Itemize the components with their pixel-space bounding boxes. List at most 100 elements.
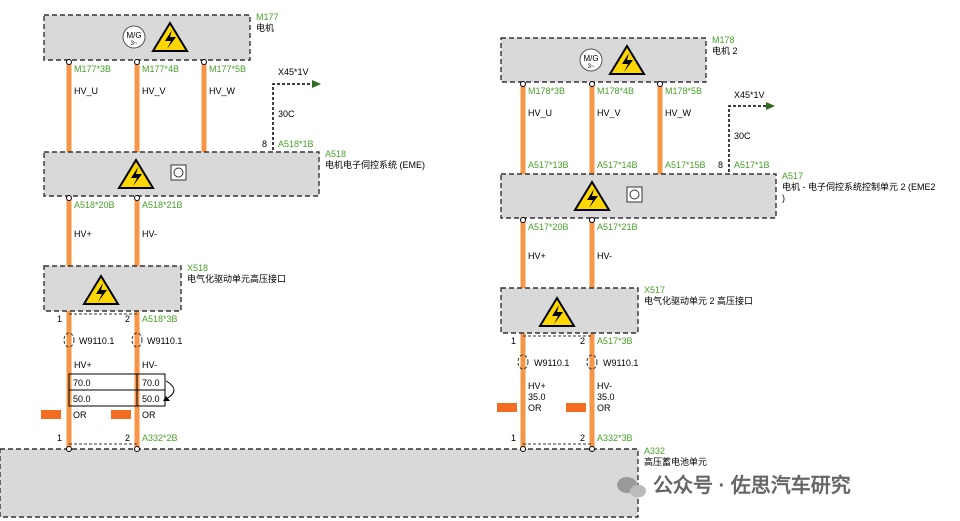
m177-box xyxy=(43,14,251,61)
size-left-row1-minus: 70.0 xyxy=(142,378,160,388)
phase-label-u-right: HV_U xyxy=(528,108,552,118)
hv-minus-label-right: HV- xyxy=(597,251,612,261)
a332-left-pin1: 1 xyxy=(57,433,62,443)
x517-pin2: 2 xyxy=(580,336,585,346)
x518-pin1: 1 xyxy=(57,314,62,324)
x518-pin2: 2 xyxy=(125,314,130,324)
signal-wire-right xyxy=(728,105,766,172)
wechat-icon xyxy=(617,477,646,498)
m178-pin-3b: M178*3B xyxy=(528,86,565,96)
x517-pin2-name: A517*3B xyxy=(597,336,633,346)
m177-symbol: M/G xyxy=(126,31,141,40)
m178-desc: 电机 2 xyxy=(712,45,738,56)
m177-symbol-sub: 3~ xyxy=(131,41,138,47)
a518-desc: 电机电子伺控系统 (EME) xyxy=(325,159,425,170)
a518-top-pin-num: 8 xyxy=(262,139,267,149)
fuse-icon xyxy=(111,410,131,419)
hv-plus-label-left-2: HV+ xyxy=(74,360,92,370)
hv-minus-label-left-2: HV- xyxy=(142,360,157,370)
a517-pin-21b: A517*21B xyxy=(597,222,638,232)
m178-symbol: M/G xyxy=(583,54,598,63)
a332-right-pin2: 2 xyxy=(580,433,585,443)
a332-left-pin2: 2 xyxy=(125,433,130,443)
hv-minus-label-right-2: HV- xyxy=(597,381,612,391)
a517-pin-13b: A517*13B xyxy=(528,160,569,170)
hv-plus-label-left: HV+ xyxy=(74,229,92,239)
shield-label-left-1: W9110.1 xyxy=(79,336,114,346)
watermark: 公众号 · 佐思汽车研究 xyxy=(653,473,851,497)
size-left-row2-minus: 50.0 xyxy=(142,394,160,404)
shield-icon xyxy=(517,354,529,370)
control-unit-icon xyxy=(170,164,187,181)
a518-pin-20b: A518*20B xyxy=(74,200,115,210)
m178-pin-5b: M178*5B xyxy=(665,86,702,96)
phase-label-w-left: HV_W xyxy=(209,86,236,96)
a517-name: A517 xyxy=(782,171,803,181)
a332-box xyxy=(0,448,639,518)
m178-pin-4b: M178*4B xyxy=(597,86,634,96)
a332-right-pin-name: A332*3B xyxy=(597,433,633,443)
x517-pin1: 1 xyxy=(511,336,516,346)
phase-label-v-left: HV_V xyxy=(142,86,166,96)
a332-left-pin-name: A332*2B xyxy=(142,433,178,443)
a518-name: A518 xyxy=(325,149,346,159)
shield-icon xyxy=(131,332,143,348)
x518-desc: 电气化驱动单元高压接口 xyxy=(187,273,286,284)
fuse-icon xyxy=(497,403,517,412)
x518-pin2-name: A518*3B xyxy=(142,314,178,324)
x517-name: X517 xyxy=(644,285,665,295)
control-unit-icon xyxy=(626,186,643,203)
or-label-right-2: OR xyxy=(597,403,611,413)
shield-label-right-2: W9110.1 xyxy=(603,358,638,368)
shield-icon xyxy=(586,354,598,370)
motor-generator-icon xyxy=(122,25,146,49)
m177-pin-5b: M177*5B xyxy=(209,64,246,74)
fuse-icon xyxy=(566,403,586,412)
size-left-row1-plus: 70.0 xyxy=(73,378,91,388)
phase-label-v-right: HV_V xyxy=(597,108,621,118)
size-right-plus: 35.0 xyxy=(528,392,546,402)
or-label-right-1: OR xyxy=(528,403,542,413)
a517-pin-1b: A517*1B xyxy=(734,160,770,170)
a517-desc-line2: ) xyxy=(782,193,785,203)
hv-minus-label-left: HV- xyxy=(142,229,157,239)
a518-pin-21b: A518*21B xyxy=(142,200,183,210)
hv-plus-label-right-2: HV+ xyxy=(528,381,546,391)
phase-label-u-left: HV_U xyxy=(74,86,98,96)
signal-label-right: X45*1V xyxy=(734,90,765,100)
or-label-left-1: OR xyxy=(73,410,87,420)
a517-desc-line1: 电机 - 电子伺控系统控制单元 2 (EME2 xyxy=(782,181,936,192)
a518-top-pin: A518*1B xyxy=(278,139,314,149)
or-label-left-2: OR xyxy=(142,410,156,420)
a517-top-pin-num: 8 xyxy=(718,160,723,170)
m177-name: M177 xyxy=(256,12,279,22)
m178-box xyxy=(500,37,707,83)
arrow-right-icon xyxy=(312,80,321,88)
a332-name: A332 xyxy=(644,446,665,456)
signal-wire-30c-left: 30C xyxy=(278,109,295,119)
x518-name: X518 xyxy=(187,263,208,273)
fuse-icon xyxy=(41,410,61,419)
a332-right-pin1: 1 xyxy=(511,433,516,443)
size-left-row2-plus: 50.0 xyxy=(73,394,91,404)
m178-symbol-sub: 3~ xyxy=(588,64,595,70)
m177-pin-4b: M177*4B xyxy=(142,64,179,74)
a332-desc: 高压蓄电池单元 xyxy=(644,456,707,467)
a517-pin-14b: A517*14B xyxy=(597,160,638,170)
size-right-minus: 35.0 xyxy=(597,392,615,402)
m177-desc: 电机 xyxy=(256,22,274,33)
shield-icon xyxy=(63,332,75,348)
shield-label-right-1: W9110.1 xyxy=(534,358,569,368)
a517-pin-15b: A517*15B xyxy=(665,160,706,170)
m178-name: M178 xyxy=(712,35,735,45)
motor-generator-icon xyxy=(579,48,603,72)
x517-desc: 电气化驱动单元 2 高压接口 xyxy=(644,295,753,306)
a517-pin-20b: A517*20B xyxy=(528,222,569,232)
shield-label-left-2: W9110.1 xyxy=(147,336,182,346)
signal-wire-30c-right: 30C xyxy=(734,131,751,141)
signal-wire-left xyxy=(272,83,312,150)
arrow-right-icon xyxy=(766,102,775,110)
hv-plus-label-right: HV+ xyxy=(528,251,546,261)
m177-pin-3b: M177*3B xyxy=(74,64,111,74)
